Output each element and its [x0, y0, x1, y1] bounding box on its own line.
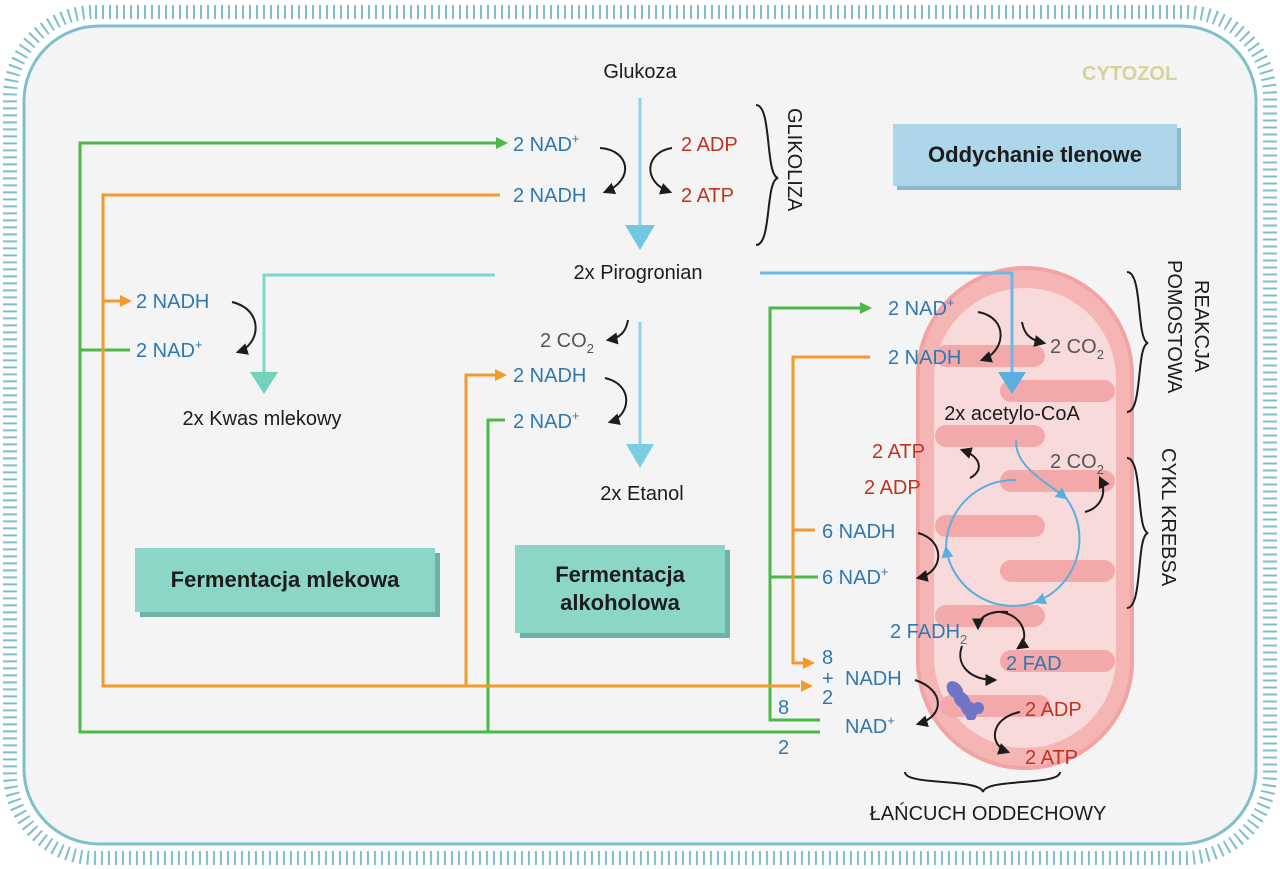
nadh-lines — [101, 193, 870, 688]
etc-nadh: NADH — [845, 668, 902, 690]
glycolysis-nad: 2 NAD+ — [513, 131, 580, 156]
glycolysis-arrowhead — [625, 225, 655, 250]
braces — [755, 104, 1149, 793]
fermentacja-mlekowa-box: Fermentacja mlekowa — [135, 548, 435, 612]
glycolysis-nadh: 2 NADH — [513, 185, 586, 207]
glukoza-label: Glukoza — [603, 61, 677, 83]
orange-arrowhead — [801, 680, 813, 692]
bridge-nad: 2 NAD+ — [888, 295, 955, 320]
krebs-nad: 6 NAD+ — [822, 564, 889, 589]
nad-return-lines — [78, 141, 865, 734]
lactic-nad: 2 NAD+ — [136, 337, 203, 362]
mitochondrion — [916, 266, 1134, 770]
fermentacja-alkoholowa-box: Fermentacja alkoholowa — [515, 545, 725, 633]
bridge-co2: 2 CO2 — [1050, 336, 1104, 362]
fermentacja-alkoholowa-label-1: Fermentacja — [555, 562, 685, 587]
krebs-fadh2: 2 FADH2 — [890, 621, 967, 647]
green-arrowhead — [496, 137, 508, 149]
orange-arrowhead — [120, 295, 132, 307]
curved-arrows — [231, 147, 1110, 755]
etanol-label: 2x Etanol — [600, 483, 683, 505]
krebs-nadh: 6 NADH — [822, 521, 895, 543]
acetylo-coa-label: 2x acetylo-CoA — [944, 403, 1080, 425]
glikoliza-label: GLIKOLIZA — [783, 108, 805, 212]
atp-synthase-icon — [946, 681, 984, 720]
oddychanie-tlenowe-box: Oddychanie tlenowe — [893, 124, 1177, 186]
lactic-nadh: 2 NADH — [136, 291, 209, 313]
kwas-mlekowy-label: 2x Kwas mlekowy — [183, 408, 342, 430]
krebs-cycle — [941, 439, 1081, 607]
krebs-adp: 2 ADP — [864, 477, 921, 499]
krebs-co2: 2 CO2 — [1050, 451, 1104, 477]
etc-n2: 2 — [822, 687, 833, 709]
krebs-atp: 2 ATP — [872, 441, 925, 463]
green-arrowhead — [860, 302, 872, 314]
oddychanie-tlenowe-label: Oddychanie tlenowe — [928, 142, 1142, 167]
pirogronian-label: 2x Pirogronian — [574, 262, 703, 284]
lancuch-label: ŁAŃCUCH ODDECHOWY — [870, 802, 1107, 825]
bridge-nadh: 2 NADH — [888, 347, 961, 369]
main-arrows — [262, 98, 1014, 448]
etc-adp: 2 ADP — [1025, 699, 1082, 721]
etc-left8: 8 — [778, 697, 789, 719]
orange-arrowhead — [803, 657, 815, 669]
reakcja-label: REAKCJA — [1190, 280, 1212, 373]
etc-left2: 2 — [778, 737, 789, 759]
acetyl-arrowhead — [998, 372, 1026, 394]
etc-atp: 2 ATP — [1025, 747, 1078, 769]
krebs-fad: 2 FAD — [1006, 653, 1062, 675]
glycolysis-adp: 2 ADP — [681, 134, 738, 156]
cell-membrane-outer — [3, 5, 1277, 865]
glycolysis-atp: 2 ATP — [681, 185, 734, 207]
cytozol-label: CYTOZOL — [1082, 63, 1177, 85]
fermentacja-mlekowa-label: Fermentacja mlekowa — [170, 567, 400, 592]
alcoholic-co2: 2 CO2 — [540, 330, 594, 356]
fermentacja-alkoholowa-label-2: alkoholowa — [560, 590, 680, 615]
etc-n8: 8 — [822, 647, 833, 669]
orange-arrowhead — [495, 369, 507, 381]
etc-plus: + — [822, 668, 834, 690]
pomostowa-label: POMOSTOWA — [1163, 260, 1185, 394]
ethanol-arrowhead — [626, 444, 654, 468]
alcoholic-nadh: 2 NADH — [513, 365, 586, 387]
lactic-arrowhead — [250, 372, 278, 394]
etc-nad: NAD+ — [845, 713, 895, 738]
alcoholic-nad: 2 NAD+ — [513, 408, 580, 433]
cykl-krebsa-label: CYKL KREBSA — [1157, 448, 1179, 587]
